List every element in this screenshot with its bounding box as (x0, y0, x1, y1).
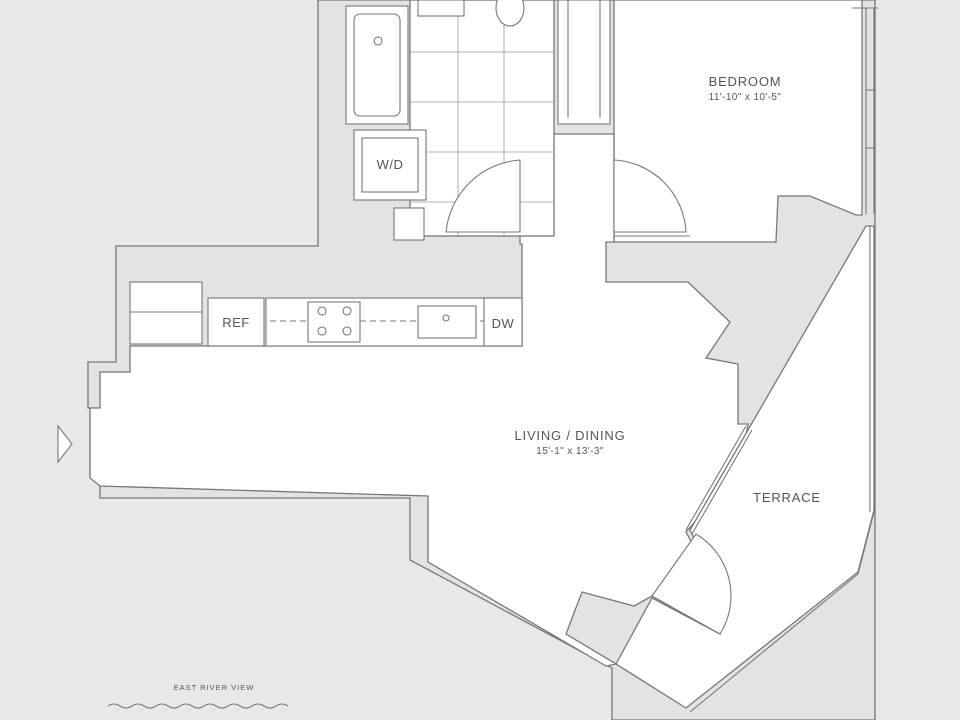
view-arrow-icon (57, 424, 73, 464)
vanity (417, 0, 465, 17)
washer-dryer-label: W/D (377, 157, 404, 172)
dishwasher-label: DW (492, 316, 515, 331)
living-dining-name: LIVING / DINING (515, 428, 626, 443)
bedroom-name: BEDROOM (709, 74, 782, 89)
sink-drain (442, 314, 450, 322)
bedroom-dimensions: 11'-10" x 10'-5" (709, 92, 782, 103)
kitchen-sink (417, 305, 477, 339)
living-dining-dimensions: 15'-1" x 13'-3" (536, 446, 604, 457)
terrace-floor (615, 225, 875, 709)
dishwasher (483, 297, 523, 347)
toilet (495, 0, 525, 27)
terrace-name: TERRACE (753, 490, 821, 505)
washer-dryer (361, 137, 419, 193)
bedroom-door-swing (613, 159, 687, 233)
utility-box (393, 207, 425, 241)
pantry-cabinet (129, 281, 203, 345)
river-waves-icon (107, 703, 289, 709)
closet (557, 0, 611, 125)
terrace-door-swing (651, 533, 732, 635)
bathtub-drain (373, 36, 383, 46)
bathroom-door-swing (445, 159, 521, 233)
refrigerator (207, 297, 265, 347)
bathtub-basin (353, 13, 401, 117)
bedroom-floor (613, 0, 863, 243)
cooktop (307, 301, 361, 343)
cooktop-burners (317, 306, 352, 336)
living-dining-floor (89, 133, 749, 667)
view-caption: EAST RIVER VIEW (174, 683, 255, 692)
refrigerator-label: REF (222, 315, 250, 330)
